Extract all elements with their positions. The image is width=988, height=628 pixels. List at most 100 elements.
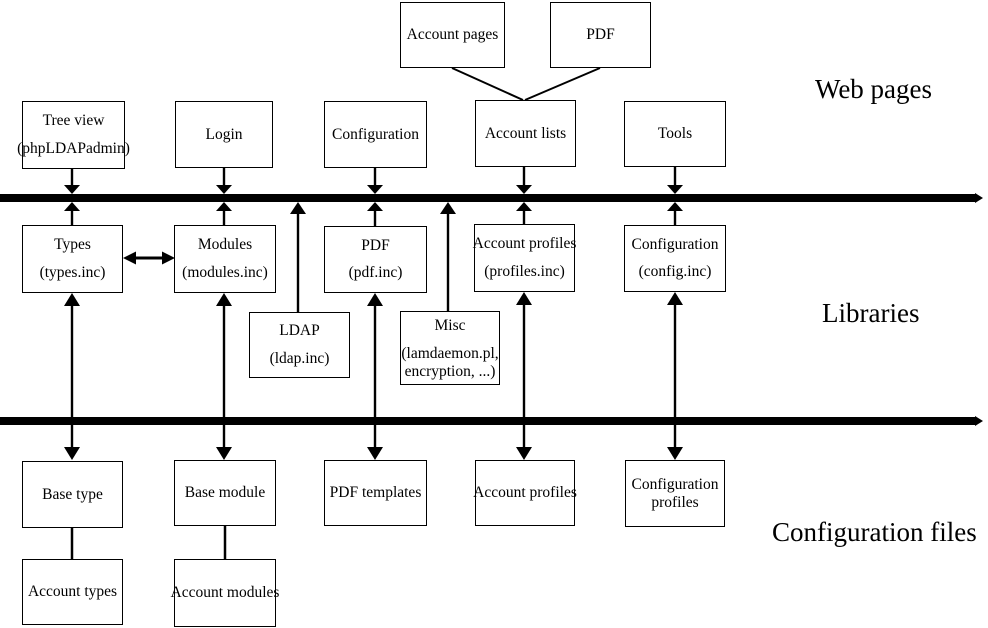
node-modules-lib: Modules (modules.inc) — [174, 225, 276, 293]
node-label: Base type — [42, 485, 103, 503]
edge-line — [451, 67, 524, 101]
node-label: Configuration — [631, 475, 719, 493]
node-label: Configuration — [631, 235, 719, 253]
node-label: Account profiles — [473, 484, 577, 502]
node-label: Account modules — [170, 584, 280, 602]
node-account-profiles-lib: Account profiles (profiles.inc) — [472, 224, 577, 292]
node-label: Account types — [27, 583, 118, 601]
node-account-pages: Account pages — [400, 2, 505, 68]
connector-pdf-accountlists — [524, 67, 601, 101]
node-sublabel: (types.inc) — [39, 264, 106, 282]
connector-treeview-bus — [64, 167, 80, 226]
arrowhead-down — [516, 447, 532, 460]
node-login: Login — [175, 101, 273, 168]
layer-label-web-pages: Web pages — [815, 74, 933, 104]
arrowhead-down — [64, 185, 80, 194]
node-tools: Tools — [624, 101, 726, 167]
arrowhead-down — [367, 185, 383, 194]
arrowhead-up — [216, 202, 232, 211]
node-label: PDF — [361, 236, 390, 254]
connector-configlib-configprofiles — [667, 292, 683, 460]
node-label: Account profiles — [472, 235, 577, 253]
node-label: PDF — [586, 26, 615, 44]
arrowhead-down — [516, 185, 532, 194]
node-label: Types — [54, 236, 91, 254]
layer-label-libraries: Libraries — [822, 298, 920, 328]
edge-line — [524, 67, 601, 101]
arrowhead-down — [216, 447, 232, 460]
bus-right-tip — [975, 416, 983, 426]
connector-configuration-bus — [367, 167, 383, 227]
node-account-lists: Account lists — [475, 100, 576, 167]
node-sublabel: (profiles.inc) — [484, 263, 565, 281]
node-account-types: Account types — [22, 559, 123, 625]
arrowhead-down — [667, 447, 683, 460]
arrowhead-up — [64, 202, 80, 211]
node-label: PDF templates — [329, 484, 422, 502]
node-sublabel: (config.inc) — [638, 263, 712, 281]
node-label: Modules — [197, 236, 253, 254]
node-label: LDAP — [279, 322, 320, 340]
arrowhead-up — [64, 293, 80, 306]
node-sublabel: (ldap.inc) — [269, 349, 330, 367]
connector-misc-bus — [440, 202, 456, 312]
arrowhead-down — [667, 185, 683, 194]
connector-accountpages-accountlists — [451, 67, 524, 101]
arrowhead-right — [162, 251, 175, 265]
node-misc-lib: Misc (lamdaemon.pl, encryption, ...) — [400, 311, 500, 385]
node-pdf-lib: PDF (pdf.inc) — [324, 226, 427, 293]
bus-bar — [0, 417, 975, 425]
node-sublabel: encryption, ...) — [404, 363, 496, 381]
connector-types-modules — [123, 251, 175, 265]
arrowhead-up — [667, 292, 683, 305]
connector-login-bus — [216, 167, 232, 226]
node-sublabel: (phpLDAPadmin) — [17, 140, 130, 158]
connector-modules-basemodule — [216, 293, 232, 460]
node-sublabel: (lamdaemon.pl, — [401, 345, 499, 363]
arrowhead-down — [367, 447, 383, 460]
arrowhead-up — [667, 202, 683, 211]
node-pdf-page: PDF — [550, 2, 651, 68]
node-ldap-lib: LDAP (ldap.inc) — [249, 312, 350, 378]
node-configuration-profiles: Configuration profiles — [625, 460, 725, 527]
connector-tools-bus — [667, 166, 683, 226]
bus-bar — [0, 194, 975, 202]
node-sublabel: (modules.inc) — [182, 264, 268, 282]
arrowhead-up — [516, 202, 532, 211]
layer-label-configuration-files: Configuration files — [772, 517, 977, 547]
connector-profileslib-profilesfiles — [516, 292, 532, 460]
node-pdf-templates: PDF templates — [324, 460, 427, 526]
connector-accountlists-bus — [516, 166, 532, 225]
bus-line-web-libraries — [0, 193, 983, 203]
node-base-type: Base type — [22, 461, 123, 528]
node-configuration-lib: Configuration (config.inc) — [624, 225, 726, 292]
connector-types-basetype — [64, 293, 80, 460]
connector-ldap-bus — [290, 202, 306, 313]
arrowhead-up — [440, 202, 456, 214]
arrowhead-left — [123, 251, 136, 265]
node-label: Account lists — [484, 124, 567, 142]
node-label: Base module — [184, 484, 266, 502]
node-tree-view: Tree view (phpLDAPadmin) — [17, 101, 130, 169]
node-sublabel: (pdf.inc) — [348, 264, 403, 282]
arrowhead-up — [216, 293, 232, 306]
arrowhead-up — [516, 292, 532, 305]
node-label: Login — [205, 125, 243, 143]
node-account-modules: Account modules — [171, 559, 279, 627]
node-configuration-page: Configuration — [324, 101, 427, 168]
node-types-lib: Types (types.inc) — [22, 225, 123, 293]
bus-right-tip — [975, 193, 983, 203]
node-base-module: Base module — [174, 460, 276, 526]
node-account-profiles-files: Account profiles — [473, 460, 577, 526]
arrowhead-up — [367, 293, 383, 306]
connector-pdflib-pdftemplates — [367, 293, 383, 460]
node-label: Account pages — [406, 26, 499, 44]
arrowhead-down — [64, 447, 80, 460]
arrowhead-up — [290, 202, 306, 214]
arrowhead-up — [367, 202, 383, 211]
node-label: Tools — [657, 125, 693, 143]
node-label: Configuration — [332, 125, 419, 143]
node-label: Tree view — [42, 112, 105, 130]
